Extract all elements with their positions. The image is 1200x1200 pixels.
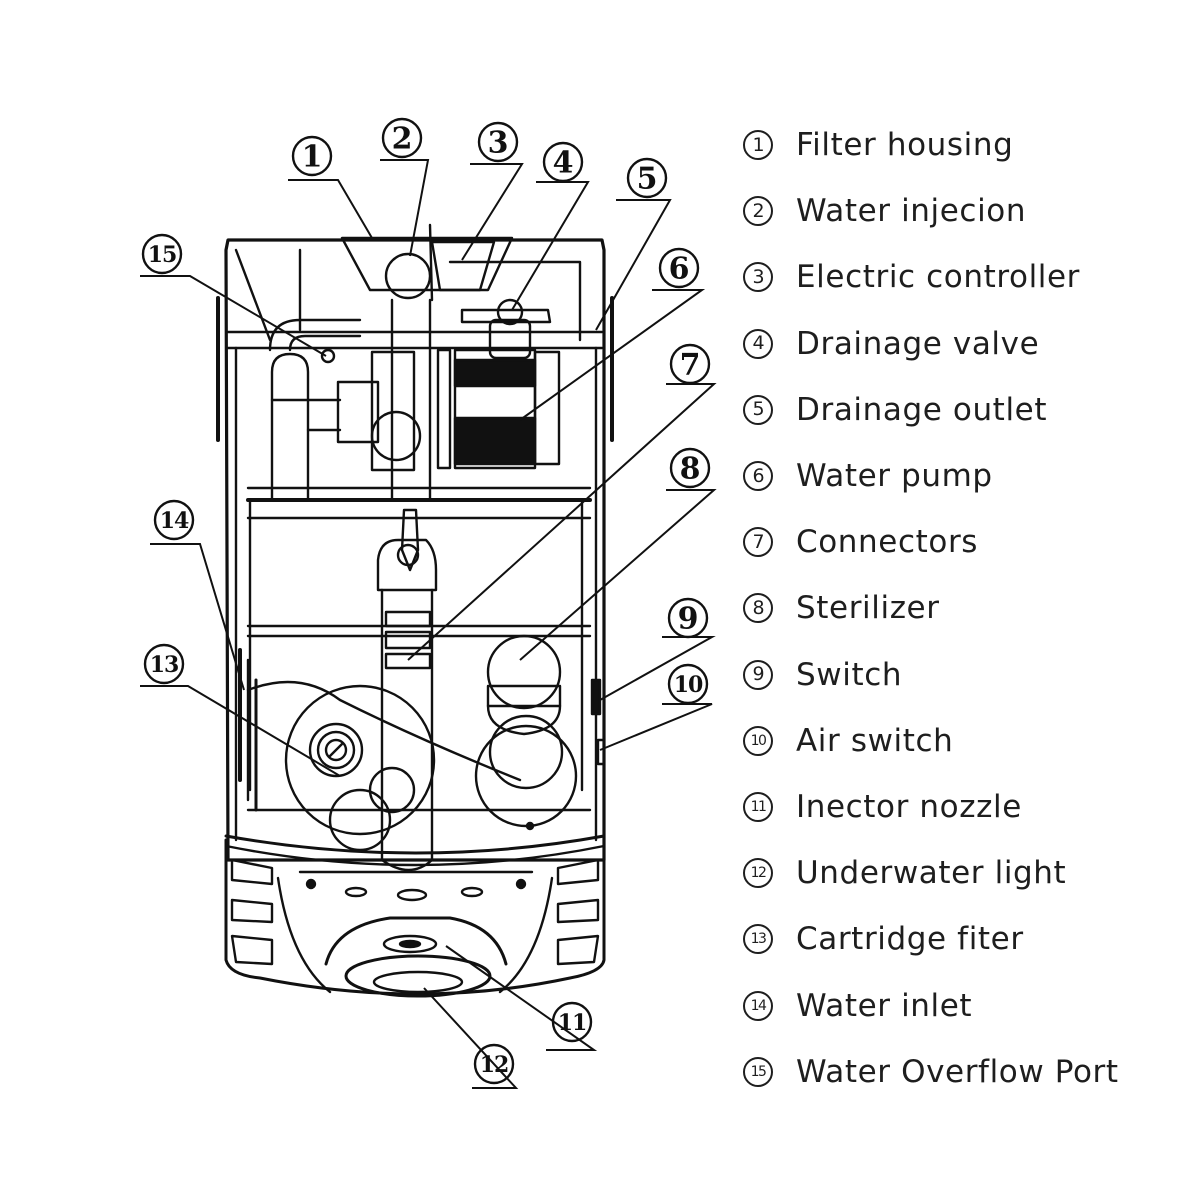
legend-item-13: 13 Cartridge fiter [738, 906, 1178, 972]
injector-nozzle-shape [382, 934, 438, 954]
legend-number: 14 [738, 986, 778, 1026]
legend-number: 6 [738, 456, 778, 496]
legend-number: 12 [738, 853, 778, 893]
legend-label: Water inlet [796, 987, 973, 1024]
legend-number: 8 [738, 588, 778, 628]
legend-label: Filter housing [796, 127, 1014, 164]
drainage-outlet [448, 260, 582, 342]
legend-item-4: 4 Drainage valve [738, 311, 1178, 377]
legend-label: Underwater light [796, 855, 1067, 892]
svg-text:1: 1 [302, 140, 323, 175]
sterilizer [474, 634, 578, 831]
callout-13: 13 [143, 643, 185, 685]
callout-15: 15 [141, 233, 183, 275]
legend-item-15: 15 Water Overflow Port [738, 1039, 1178, 1105]
legend-number: 13 [738, 919, 778, 959]
air-switch [596, 738, 606, 766]
legend-label: Air switch [796, 722, 954, 759]
housing-outline [216, 238, 614, 862]
legend-item-12: 12 Underwater light [738, 840, 1178, 906]
legend-label: Water pump [796, 458, 993, 495]
callout-9: 9 [667, 597, 709, 639]
legend-number: 7 [738, 522, 778, 562]
svg-text:10: 10 [674, 672, 703, 698]
legend-item-11: 11 Inector nozzle [738, 774, 1178, 840]
svg-text:15: 15 [148, 242, 177, 268]
legend-number: 5 [738, 390, 778, 430]
drainage-valve [460, 298, 552, 360]
callout-11: 11 [551, 1001, 593, 1043]
callout-3: 3 [477, 121, 519, 163]
svg-text:14: 14 [160, 508, 189, 534]
callout-10: 10 [667, 663, 709, 705]
legend-item-3: 3 Electric controller [738, 244, 1178, 310]
callout-5: 5 [626, 157, 668, 199]
legend-item-14: 14 Water inlet [738, 972, 1178, 1038]
legend-label: Drainage valve [796, 325, 1040, 362]
legend-number: 1 [738, 125, 778, 165]
callout-8: 8 [669, 447, 711, 489]
legend-number: 2 [738, 191, 778, 231]
svg-text:13: 13 [150, 652, 179, 678]
svg-text:9: 9 [678, 602, 699, 637]
legend-label: Water Overflow Port [796, 1053, 1119, 1090]
legend-item-8: 8 Sterilizer [738, 575, 1178, 641]
callout-7: 7 [669, 343, 711, 385]
legend-number: 4 [738, 324, 778, 364]
water-inlet [238, 648, 258, 812]
legend-label: Switch [796, 656, 903, 693]
svg-text:4: 4 [553, 146, 574, 181]
legend-label: Inector nozzle [796, 788, 1022, 825]
svg-text:8: 8 [680, 452, 701, 487]
callout-4: 4 [542, 141, 584, 183]
svg-text:12: 12 [480, 1052, 509, 1078]
callout-12: 12 [473, 1043, 515, 1085]
legend-number: 11 [738, 787, 778, 827]
cartridge-filter [246, 680, 522, 852]
callout-6: 6 [658, 247, 700, 289]
legend-number: 3 [738, 257, 778, 297]
svg-text:5: 5 [637, 162, 658, 197]
filter-housing [340, 223, 514, 302]
connector-pipe [376, 298, 438, 872]
legend-number: 9 [738, 655, 778, 695]
switch [590, 678, 602, 716]
electric-controller [430, 240, 496, 292]
legend: 1 Filter housing 2 Water injecion 3 Electri… [738, 112, 1178, 1105]
legend-label: Drainage outlet [796, 391, 1048, 428]
legend-number: 15 [738, 1052, 778, 1092]
leader-lines [140, 159, 717, 1089]
legend-item-7: 7 Connectors [738, 509, 1178, 575]
callout-2: 2 [381, 117, 423, 159]
legend-item-10: 10 Air switch [738, 708, 1178, 774]
overflow-pipe [268, 318, 362, 502]
legend-item-6: 6 Water pump [738, 443, 1178, 509]
legend-item-9: 9 Switch [738, 642, 1178, 708]
legend-label: Water injecion [796, 193, 1027, 230]
legend-label: Connectors [796, 524, 979, 561]
legend-number: 10 [738, 721, 778, 761]
water-pump [336, 348, 561, 472]
svg-text:7: 7 [680, 348, 701, 383]
base [224, 834, 606, 998]
legend-label: Electric controller [796, 259, 1081, 296]
legend-item-1: 1 Filter housing [738, 112, 1178, 178]
callout-1: 1 [291, 135, 333, 177]
callout-14: 14 [153, 499, 195, 541]
callouts: 1 2 3 4 5 6 7 8 9 10 11 12 13 14 15 [141, 117, 711, 1085]
water-injection-ball [384, 252, 432, 300]
svg-text:2: 2 [392, 122, 413, 157]
legend-label: Sterilizer [796, 590, 940, 627]
svg-text:6: 6 [669, 252, 690, 287]
legend-item-5: 5 Drainage outlet [738, 377, 1178, 443]
svg-text:3: 3 [488, 126, 509, 161]
legend-label: Cartridge fiter [796, 921, 1024, 958]
svg-text:11: 11 [558, 1010, 587, 1036]
legend-item-2: 2 Water injecion [738, 178, 1178, 244]
